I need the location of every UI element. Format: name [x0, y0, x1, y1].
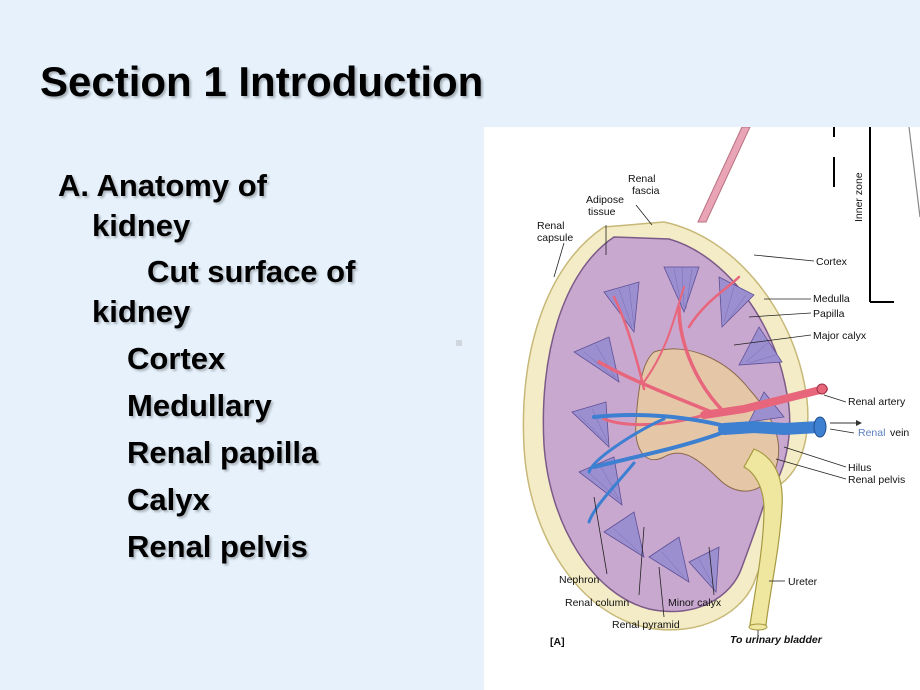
label-renal-column: Renal column [565, 597, 629, 609]
label-renal-fascia-1: Renal [628, 173, 655, 185]
slide-title: Section 1 Introduction [40, 58, 484, 105]
bullet-anatomy-cont: kidney [92, 208, 191, 243]
label-papilla: Papilla [813, 308, 845, 320]
label-renal-fascia-2: fascia [632, 185, 660, 197]
label-minor-calyx: Minor calyx [668, 597, 722, 609]
vein-end [813, 416, 827, 438]
bullet-anatomy: A. Anatomy of [58, 168, 267, 203]
label-to-urinary-bladder: To urinary bladder [730, 634, 823, 646]
ureter-end [748, 623, 768, 631]
kidney-diagram-svg: Inner zone [522, 127, 920, 648]
label-renal-vein-prefix: Renal [858, 427, 885, 439]
label-renal-vein-suffix: vein [890, 427, 909, 439]
label-adipose-2: tissue [588, 206, 616, 218]
label-panel: [A] [550, 636, 565, 648]
vein-arrow [830, 420, 862, 426]
bullet-renal-pelvis: Renal pelvis [127, 529, 308, 564]
kidney-diagram: Inner zone [484, 127, 920, 690]
label-renal-pyramid: Renal pyramid [612, 619, 680, 631]
bullet-cortex: Cortex [127, 341, 226, 376]
top-vessel [697, 127, 751, 223]
label-renal-pelvis: Renal pelvis [848, 474, 905, 486]
decorative-dot [456, 340, 462, 346]
bullet-medullary: Medullary [127, 388, 272, 423]
label-capsule-1: Renal [537, 220, 564, 232]
label-ureter: Ureter [788, 576, 818, 588]
leader-lines [553, 204, 855, 639]
label-cortex: Cortex [816, 256, 848, 268]
label-adipose-1: Adipose [586, 194, 624, 206]
label-major-calyx: Major calyx [813, 330, 867, 342]
striations [578, 266, 777, 588]
artery-end [816, 383, 828, 395]
diagram-labels: Renal fascia Adipose tissue Renal capsul… [537, 173, 909, 648]
label-capsule-2: capsule [537, 232, 573, 244]
bullet-renal-papilla: Renal papilla [127, 435, 319, 470]
label-medulla: Medulla [813, 293, 850, 305]
inner-zone-label: Inner zone [853, 172, 865, 222]
bullet-calyx: Calyx [127, 482, 210, 517]
label-renal-artery: Renal artery [848, 396, 906, 408]
zone-bracket: Inner zone [833, 127, 920, 303]
label-hilus: Hilus [848, 462, 871, 474]
renal-vein [587, 413, 825, 524]
bullet-cut-surface: Cut surface of [147, 254, 356, 289]
label-nephron: Nephron [559, 574, 599, 586]
bullet-cut-surface-cont: kidney [92, 294, 191, 329]
renal-pelvis-region [635, 348, 780, 492]
